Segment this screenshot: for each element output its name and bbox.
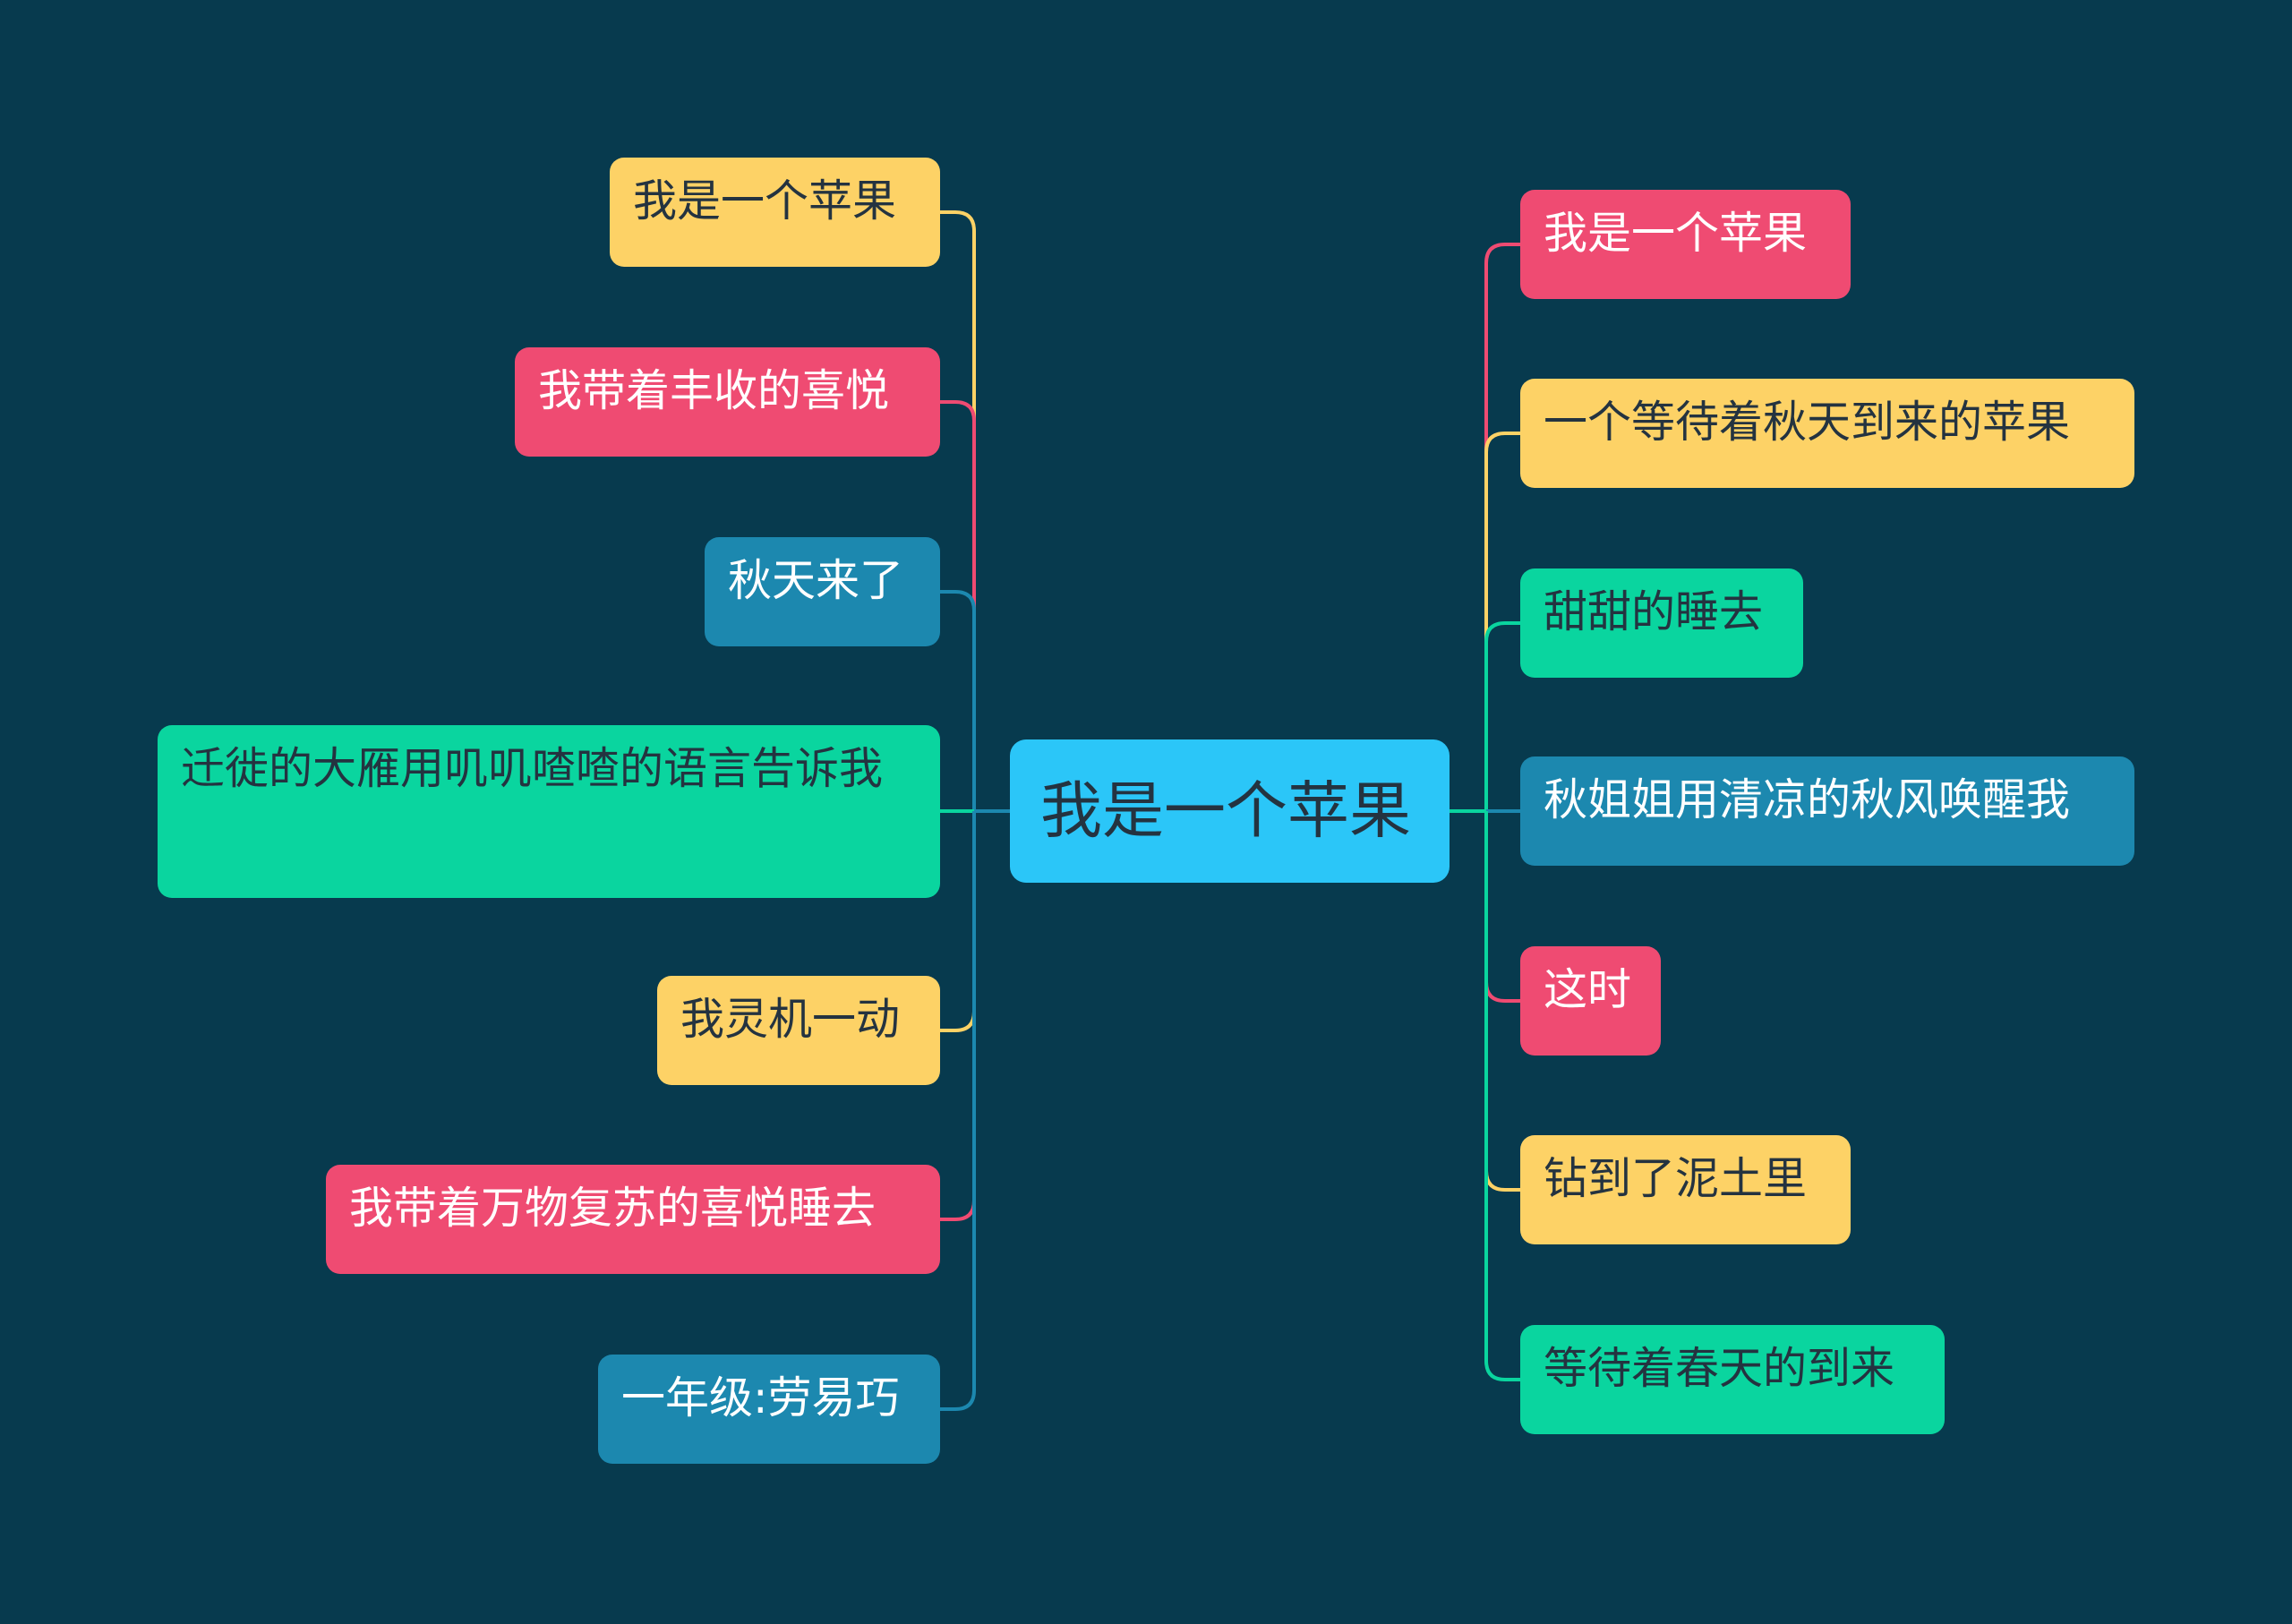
right-node-4[interactable]: 秋姐姐用清凉的秋风唤醒我 xyxy=(1520,756,2134,866)
left-node-6[interactable]: 我带着万物复苏的喜悦睡去 xyxy=(326,1165,940,1274)
right-node-3[interactable]: 甜甜的睡去 xyxy=(1520,568,1803,678)
left-node-7[interactable]: 一年级:劳易巧 xyxy=(598,1355,940,1464)
left-node-2[interactable]: 我带着丰收的喜悦 xyxy=(515,347,940,457)
connector-left-2 xyxy=(940,400,976,811)
connector-right-3 xyxy=(1484,621,1520,811)
left-node-4[interactable]: 迁徙的大雁用叽叽喳喳的语言告诉我 xyxy=(158,725,940,898)
root-node[interactable]: 我是一个苹果 xyxy=(1010,739,1450,883)
right-node-2[interactable]: 一个等待着秋天到来的苹果 xyxy=(1520,379,2134,488)
connector-right-7 xyxy=(1484,811,1520,1381)
connector-right-2 xyxy=(1484,432,1520,811)
connector-left-7 xyxy=(940,811,976,1411)
left-node-1[interactable]: 我是一个苹果 xyxy=(610,158,940,267)
connector-left-3 xyxy=(940,590,976,811)
right-node-1[interactable]: 我是一个苹果 xyxy=(1520,190,1851,299)
connector-left-5 xyxy=(940,811,976,1032)
connector-right-1 xyxy=(1484,243,1520,811)
right-node-7[interactable]: 等待着春天的到来 xyxy=(1520,1325,1945,1434)
right-node-5[interactable]: 这时 xyxy=(1520,946,1661,1056)
connector-right-5 xyxy=(1484,811,1520,1003)
left-node-3[interactable]: 秋天来了 xyxy=(705,537,940,646)
right-node-6[interactable]: 钻到了泥土里 xyxy=(1520,1135,1851,1244)
left-node-5[interactable]: 我灵机一动 xyxy=(657,976,940,1085)
connector-left-1 xyxy=(940,210,976,811)
connector-left-6 xyxy=(940,811,976,1221)
